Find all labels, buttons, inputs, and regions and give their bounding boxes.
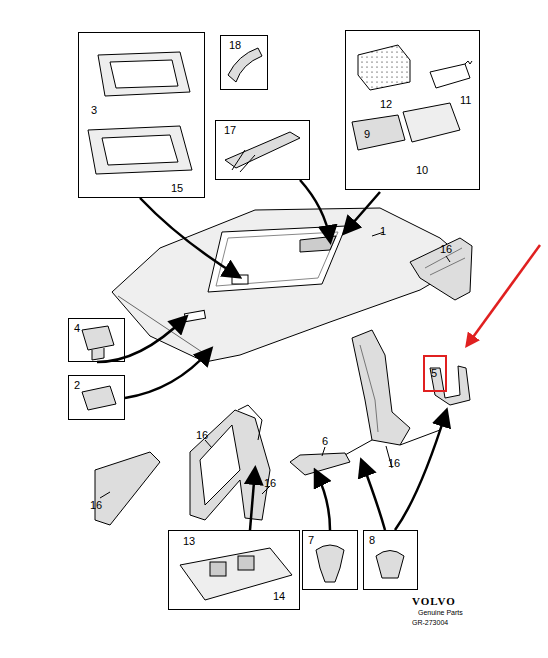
callout-number: 16 bbox=[264, 478, 276, 489]
callout-number: 8 bbox=[369, 535, 375, 546]
callout-number: 11 bbox=[460, 95, 471, 106]
note-text: GR-273004 bbox=[412, 619, 448, 626]
inset-box: 2 bbox=[68, 375, 125, 420]
brand-logo: VOLVO bbox=[412, 596, 456, 607]
inset-box: 15 3 bbox=[78, 32, 205, 198]
callout-number: 5 bbox=[431, 368, 437, 379]
callout-number: 17 bbox=[224, 125, 236, 136]
highlight-box: 5 bbox=[423, 355, 447, 392]
callout-number: 16 bbox=[440, 244, 452, 255]
callout-number: 14 bbox=[273, 591, 285, 602]
inset-box: 7 bbox=[302, 530, 358, 590]
note-text: Genuine Parts bbox=[418, 609, 463, 616]
inset-box: 13 14 bbox=[168, 530, 300, 610]
callout-number: 4 bbox=[74, 323, 80, 334]
inset-box: 18 bbox=[220, 35, 268, 90]
callout-number: 15 bbox=[171, 183, 183, 194]
callout-number: 18 bbox=[229, 40, 241, 51]
inset-box: 4 bbox=[68, 318, 125, 362]
callout-number: 12 bbox=[380, 99, 392, 110]
callout-number: 16 bbox=[90, 500, 102, 511]
callout-number: 10 bbox=[416, 165, 428, 176]
callout-number: 7 bbox=[308, 535, 314, 546]
callout-number: 3 bbox=[91, 105, 97, 116]
callout-number: 16 bbox=[388, 458, 400, 469]
callout-number: 1 bbox=[380, 226, 386, 237]
callout-number: 13 bbox=[183, 536, 195, 547]
callout-number: 2 bbox=[74, 380, 80, 391]
callout-number: 9 bbox=[364, 129, 370, 140]
inset-box: 11 12 9 10 bbox=[345, 30, 480, 190]
callout-number: 6 bbox=[322, 436, 328, 447]
inset-box: 17 bbox=[215, 120, 310, 180]
inset-box: 8 bbox=[363, 530, 418, 590]
callout-number: 16 bbox=[196, 430, 208, 441]
